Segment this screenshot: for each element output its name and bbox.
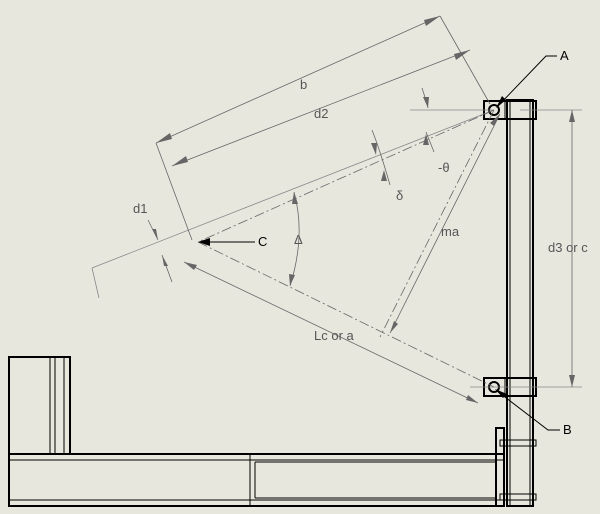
dimension-lc-or-a xyxy=(183,261,479,404)
dimension-d1 xyxy=(147,219,173,283)
dimension-ma xyxy=(389,113,501,334)
label-d3-or-c: d3 or c xyxy=(548,240,588,255)
base-frame xyxy=(8,356,505,507)
callout-b xyxy=(495,389,560,431)
label-callout-c: C xyxy=(258,234,267,249)
label-callout-b: B xyxy=(563,422,572,437)
label-callout-a: A xyxy=(560,48,569,63)
angle-delta-small xyxy=(371,129,391,186)
dimension-d3-or-c xyxy=(569,110,575,387)
label-d1: d1 xyxy=(133,201,147,216)
angle-delta-capital xyxy=(289,191,300,287)
construction-lines xyxy=(91,109,582,388)
label-delta-small: δ xyxy=(396,188,403,203)
label-ma: ma xyxy=(441,224,460,239)
label-delta-capital: Δ xyxy=(294,232,303,247)
callout-c xyxy=(198,238,255,246)
callout-a xyxy=(496,55,557,108)
dimension-d2 xyxy=(171,49,471,167)
label-theta: -θ xyxy=(438,160,450,175)
label-d2: d2 xyxy=(314,106,328,121)
label-b: b xyxy=(300,77,307,92)
dimension-b xyxy=(155,15,491,241)
vertical-post xyxy=(495,99,537,507)
angle-theta xyxy=(421,87,435,153)
label-lc-or-a: Lc or a xyxy=(314,328,355,343)
